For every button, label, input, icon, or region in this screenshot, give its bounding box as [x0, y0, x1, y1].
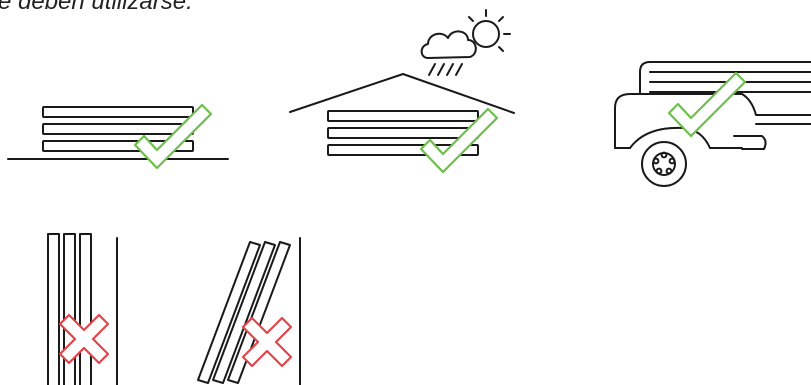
- panel-stacked-flat: [8, 105, 228, 168]
- cross-icon: [243, 318, 291, 366]
- panel-on-trailer: [615, 62, 811, 186]
- plank: [43, 124, 193, 134]
- plank: [213, 242, 275, 383]
- panel-vertical: [48, 234, 117, 385]
- cross-icon: [60, 315, 108, 363]
- wheel-icon: [642, 142, 686, 186]
- check-icon: [421, 109, 497, 172]
- plank: [328, 111, 478, 121]
- plank: [328, 128, 478, 138]
- plank: [80, 234, 91, 385]
- panel-under-roof: [290, 10, 514, 172]
- rain-cloud-icon: [422, 31, 476, 75]
- plank: [48, 234, 59, 385]
- wheel-arch: [630, 128, 710, 148]
- roof: [290, 74, 514, 113]
- plank: [43, 107, 193, 117]
- panel-leaning: [198, 238, 300, 385]
